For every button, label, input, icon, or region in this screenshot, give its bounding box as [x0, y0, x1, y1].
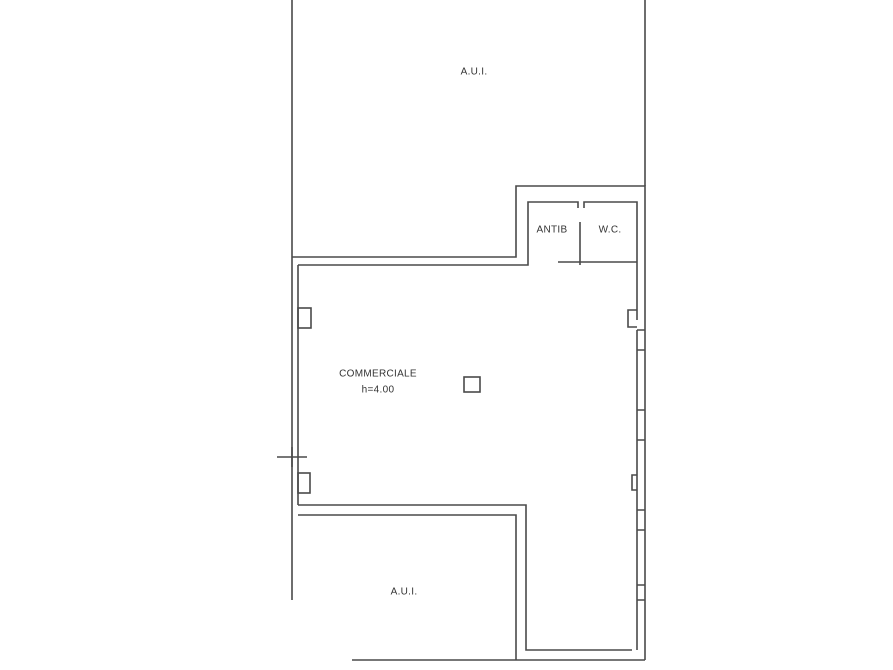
room-label-top-aui: A.U.I.	[460, 66, 488, 78]
right-wall-openings	[637, 329, 645, 601]
wc-partition	[558, 222, 637, 265]
reference-cross	[277, 447, 307, 467]
pillar-left-bottom	[297, 472, 311, 494]
pillar-left-top	[297, 307, 312, 329]
room-label-antib: ANTIB	[536, 224, 568, 236]
room-label-commerciale: COMMERCIALE	[339, 368, 417, 380]
bottom-aui-outer-wall	[298, 514, 517, 660]
room-label-wc: W.C.	[598, 224, 622, 236]
pillar-center	[463, 376, 481, 393]
walls	[291, 0, 646, 661]
service-block-outer-wall	[292, 185, 646, 660]
room-height-label: h=4.00	[361, 384, 395, 396]
bottom-aui-inner-wall	[298, 504, 632, 651]
room-label-bottom-aui: A.U.I.	[390, 586, 418, 598]
pillar-right-notch	[627, 309, 637, 491]
service-block-inner-wall	[298, 201, 638, 650]
